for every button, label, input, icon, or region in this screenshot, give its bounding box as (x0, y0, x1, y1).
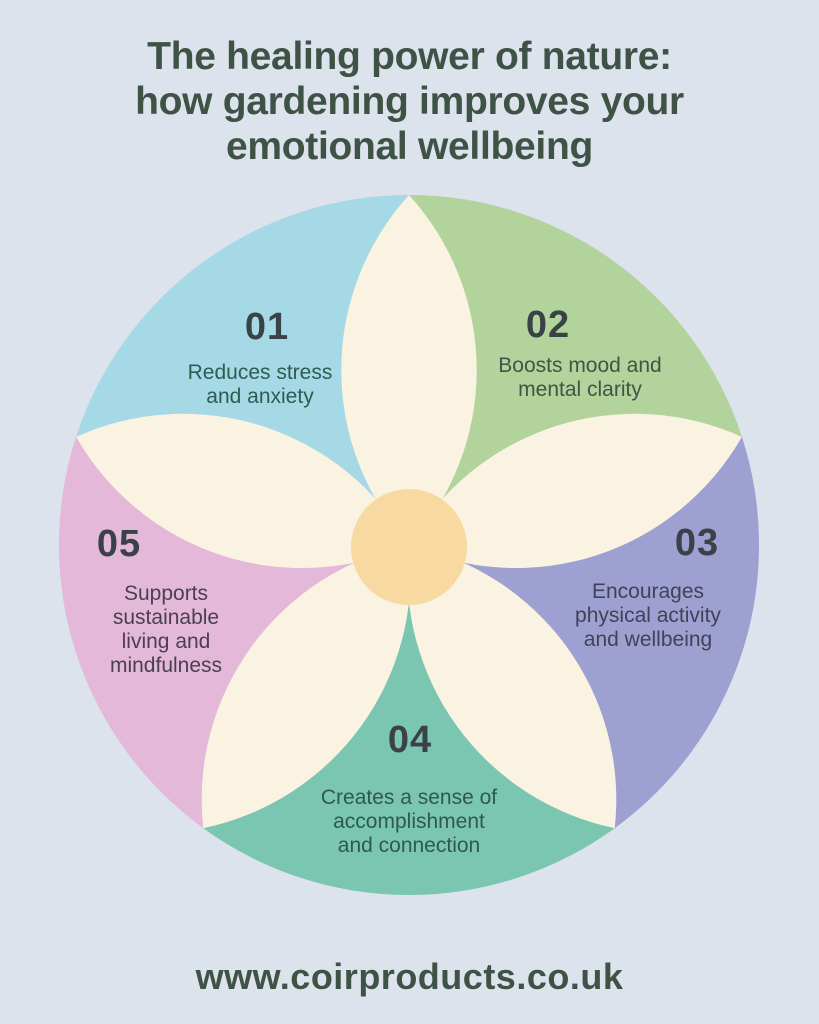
petal-top (341, 195, 477, 545)
flower-diagram (59, 195, 759, 895)
section-03-text: Encourages physical activity and wellbei… (575, 580, 721, 651)
petal-lower-left (201, 545, 411, 829)
wedge-04-teal (203, 545, 615, 895)
page-title: The healing power of nature: how gardeni… (135, 35, 684, 168)
petal-lower-right (407, 545, 617, 829)
section-05-text: Supports sustainable living and mindfuln… (109, 582, 223, 677)
petal-upper-right (409, 413, 742, 569)
section-01-text: Reduces stress and anxiety (187, 361, 333, 408)
section-02-text: Boosts mood and mental clarity (498, 354, 662, 401)
flower-center (351, 489, 467, 605)
section-04-number: 04 (387, 719, 433, 761)
section-05-number: 05 (96, 523, 142, 565)
website-url: www.coirproducts.co.uk (195, 956, 624, 997)
petal-upper-left (76, 413, 409, 569)
section-03-number: 03 (674, 522, 720, 564)
section-02-number: 02 (525, 304, 571, 346)
section-04-text: Creates a sense of accomplishment and co… (320, 786, 498, 857)
section-01-number: 01 (244, 306, 290, 348)
